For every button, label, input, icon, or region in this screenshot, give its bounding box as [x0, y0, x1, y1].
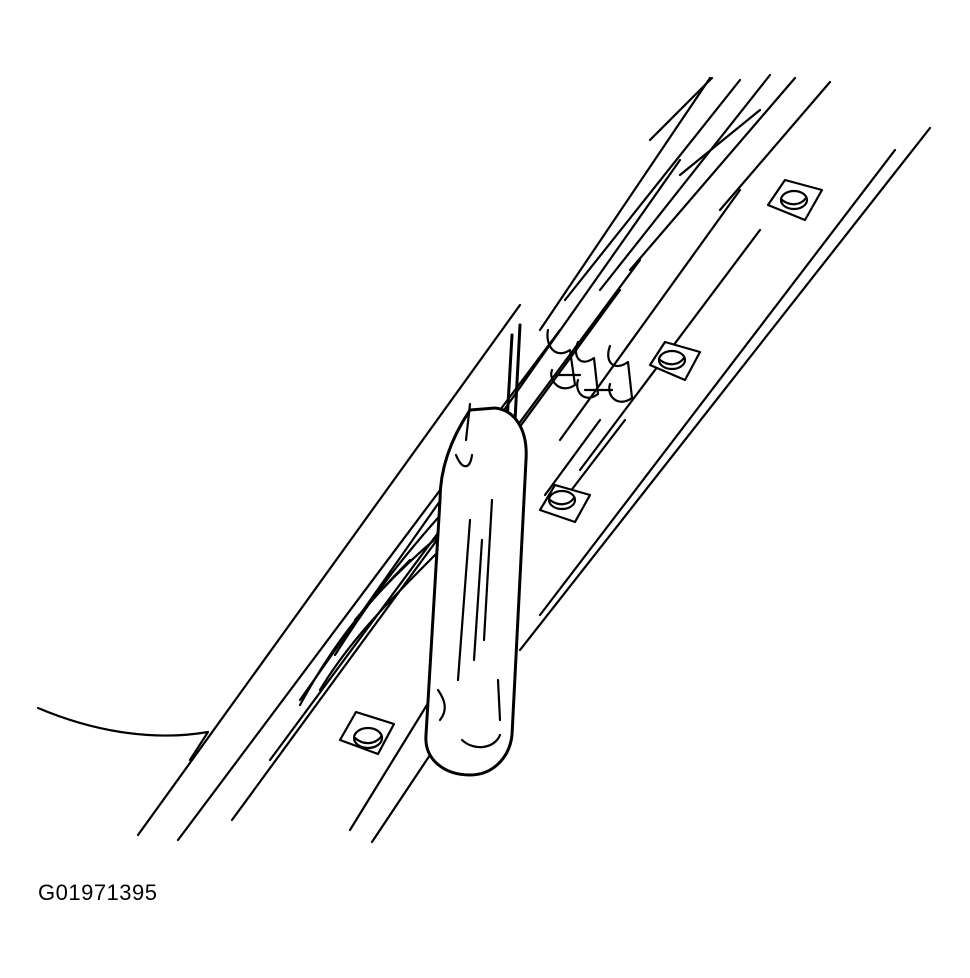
- screw-middle-left: [538, 483, 592, 524]
- screw-upper-right: [766, 178, 824, 222]
- screw-middle-right: [648, 340, 702, 382]
- retainer-clips: [546, 328, 634, 403]
- figure-id-label: G01971395: [38, 880, 158, 905]
- trim-removal-tool: [424, 323, 528, 777]
- trim-sweep-lines: [298, 508, 447, 707]
- screw-lower-left: [338, 710, 396, 756]
- body-edge-curve: [36, 706, 210, 762]
